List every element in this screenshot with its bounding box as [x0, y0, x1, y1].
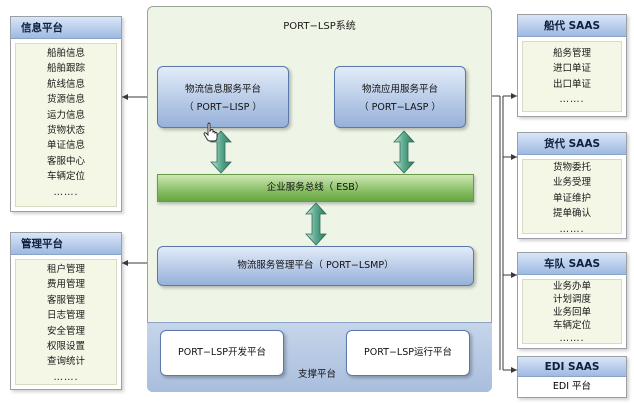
up-down-arrow-icon	[393, 130, 415, 174]
fleet-saas-title: 车队 SAAS	[518, 253, 626, 275]
cargo-saas-panel: 货代 SAAS 货物委托 业务受理 单证维护 提单确认 …….	[517, 132, 627, 239]
mgmt-platform-title: 管理平台	[11, 233, 121, 255]
list-item: 船舶信息	[46, 48, 85, 59]
list-item: 日志管理	[46, 310, 85, 322]
list-item: 船舶跟踪	[46, 63, 85, 75]
info-platform-title: 信息平台	[11, 17, 121, 39]
list-item: 车辆定位	[552, 320, 591, 331]
lisp-box: 物流信息服务平台 （ PORT−LISP ）	[157, 66, 289, 128]
list-item: 安全管理	[46, 325, 85, 337]
cargo-saas-list: 货物委托 业务受理 单证维护 提单确认 …….	[522, 159, 622, 235]
dev-platform-box: PORT−LSP开发平台	[160, 330, 284, 376]
lisp-line1: 物流信息服务平台	[184, 84, 261, 95]
fleet-saas-list: 业务办单 计划调度 业务回单 车辆定位 …….	[522, 279, 622, 344]
mgmt-platform-list: 租户管理 费用管理 客服管理 日志管理 安全管理 权限设置 查询统计 …….	[15, 259, 117, 385]
ship-saas-list: 船务管理 进口单证 出口单证 …….	[522, 41, 622, 112]
list-item: 船务管理	[552, 48, 591, 59]
list-item: 货源信息	[46, 94, 85, 106]
up-down-arrow-icon	[305, 202, 327, 246]
support-platform-label: 支撑平台	[297, 369, 336, 380]
list-item: 租户管理	[46, 264, 85, 275]
mgmt-platform-panel: 管理平台 租户管理 费用管理 客服管理 日志管理 安全管理 权限设置 查询统计 …	[10, 232, 122, 390]
list-item: 权限设置	[46, 341, 85, 353]
list-item: EDI 平台	[552, 381, 592, 392]
hand-cursor-icon	[203, 122, 218, 142]
list-item: 费用管理	[46, 279, 85, 291]
list-item: 航线信息	[46, 78, 85, 90]
list-item: 进口单证	[552, 63, 591, 75]
list-item: 运力信息	[46, 109, 85, 121]
lasp-line1: 物流应用服务平台	[361, 84, 438, 95]
run-platform-label: PORT−LSP运行平台	[364, 347, 452, 358]
list-item: …….	[53, 186, 79, 198]
list-item: 客服中心	[46, 155, 85, 167]
lasp-line2: （ PORT−LASP ）	[359, 102, 441, 113]
ship-saas-panel: 船代 SAAS 船务管理 进口单证 出口单证 …….	[517, 14, 627, 117]
list-item: 出口单证	[552, 78, 591, 90]
up-down-arrow-icon	[210, 130, 232, 174]
list-item: 货物状态	[46, 125, 85, 137]
list-item: 业务回单	[552, 307, 591, 318]
list-item: 单证信息	[46, 140, 85, 152]
list-item: 查询统计	[46, 356, 85, 368]
list-item: …….	[559, 223, 585, 235]
lsmp-box: 物流服务管理平台（ PORT−LSMP）	[157, 246, 474, 286]
list-item: …….	[559, 333, 585, 344]
list-item: 客服管理	[46, 294, 85, 306]
list-item: 单证维护	[552, 192, 591, 204]
info-platform-panel: 信息平台 船舶信息 船舶跟踪 航线信息 货源信息 运力信息 货物状态 单证信息 …	[10, 16, 122, 212]
edi-saas-title: EDI SAAS	[518, 357, 626, 377]
system-title: PORT−LSP系统	[283, 21, 356, 32]
dev-platform-label: PORT−LSP开发平台	[178, 347, 266, 358]
list-item: 货物委托	[552, 162, 591, 173]
info-platform-list: 船舶信息 船舶跟踪 航线信息 货源信息 运力信息 货物状态 单证信息 客服中心 …	[15, 43, 117, 207]
ship-saas-title: 船代 SAAS	[518, 15, 626, 37]
list-item: …….	[53, 371, 79, 383]
edi-saas-panel: EDI SAAS EDI 平台	[517, 356, 627, 398]
esb-bar: 企业服务总线（ ESB）	[157, 174, 474, 202]
run-platform-box: PORT−LSP运行平台	[346, 330, 470, 376]
fleet-saas-panel: 车队 SAAS 业务办单 计划调度 业务回单 车辆定位 …….	[517, 252, 627, 349]
lsmp-label: 物流服务管理平台（ PORT−LSMP）	[237, 260, 394, 271]
lasp-box: 物流应用服务平台 （ PORT−LASP ）	[334, 66, 466, 128]
lisp-line2: （ PORT−LISP ）	[184, 102, 262, 113]
list-item: …….	[559, 94, 585, 106]
list-item: 提单确认	[552, 208, 591, 220]
list-item: 计划调度	[552, 294, 591, 305]
list-item: 车辆定位	[46, 171, 85, 183]
list-item: 业务受理	[552, 177, 591, 189]
cargo-saas-title: 货代 SAAS	[518, 133, 626, 155]
list-item: 业务办单	[552, 281, 591, 292]
